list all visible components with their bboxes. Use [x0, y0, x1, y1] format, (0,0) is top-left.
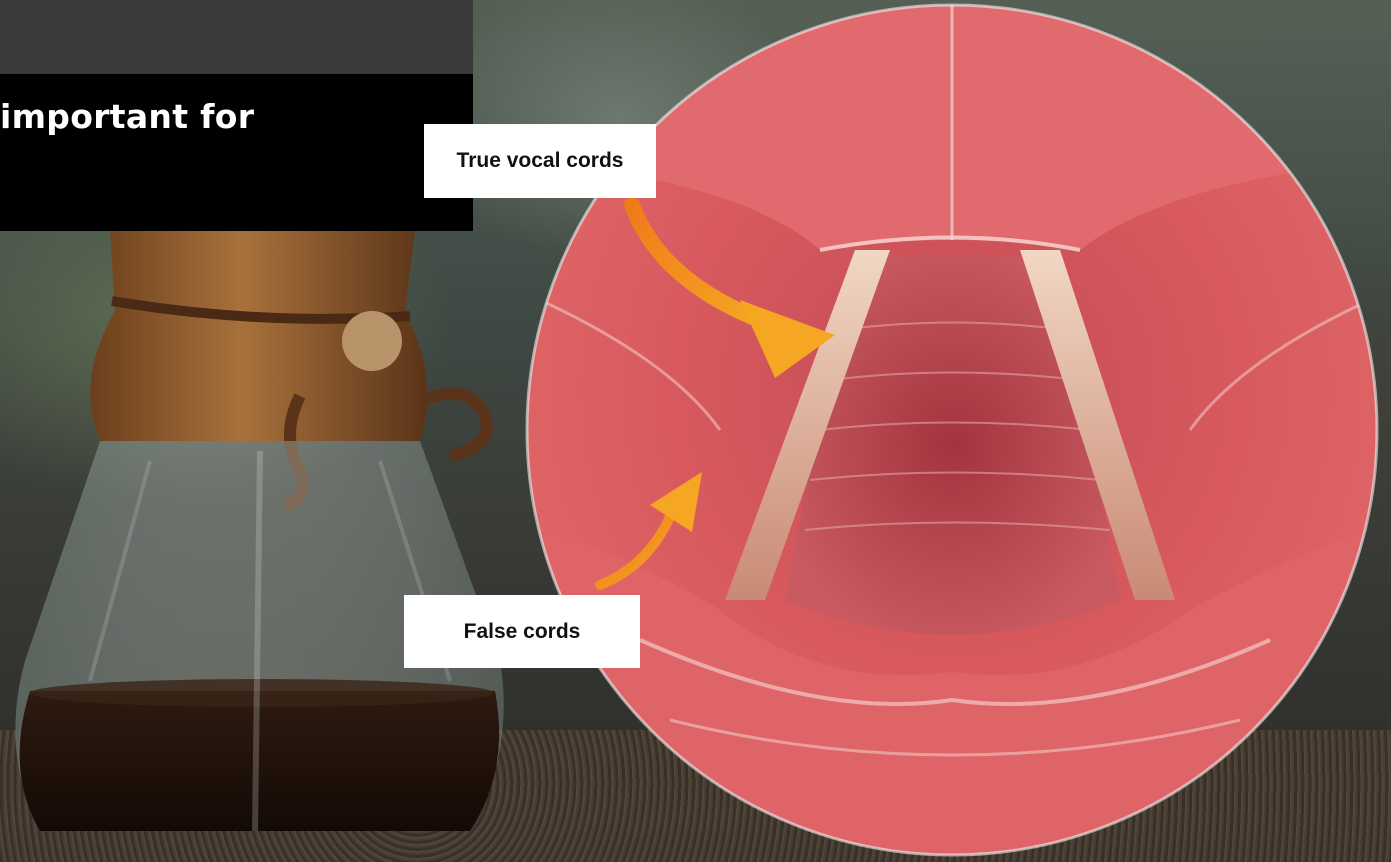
true-vocal-cords-label: True vocal cords: [424, 124, 656, 198]
coffee-maker-image: [0, 231, 520, 862]
slide-title: important for: [0, 97, 254, 136]
false-cords-label: False cords: [404, 595, 640, 668]
title-bar-top: [0, 0, 473, 74]
